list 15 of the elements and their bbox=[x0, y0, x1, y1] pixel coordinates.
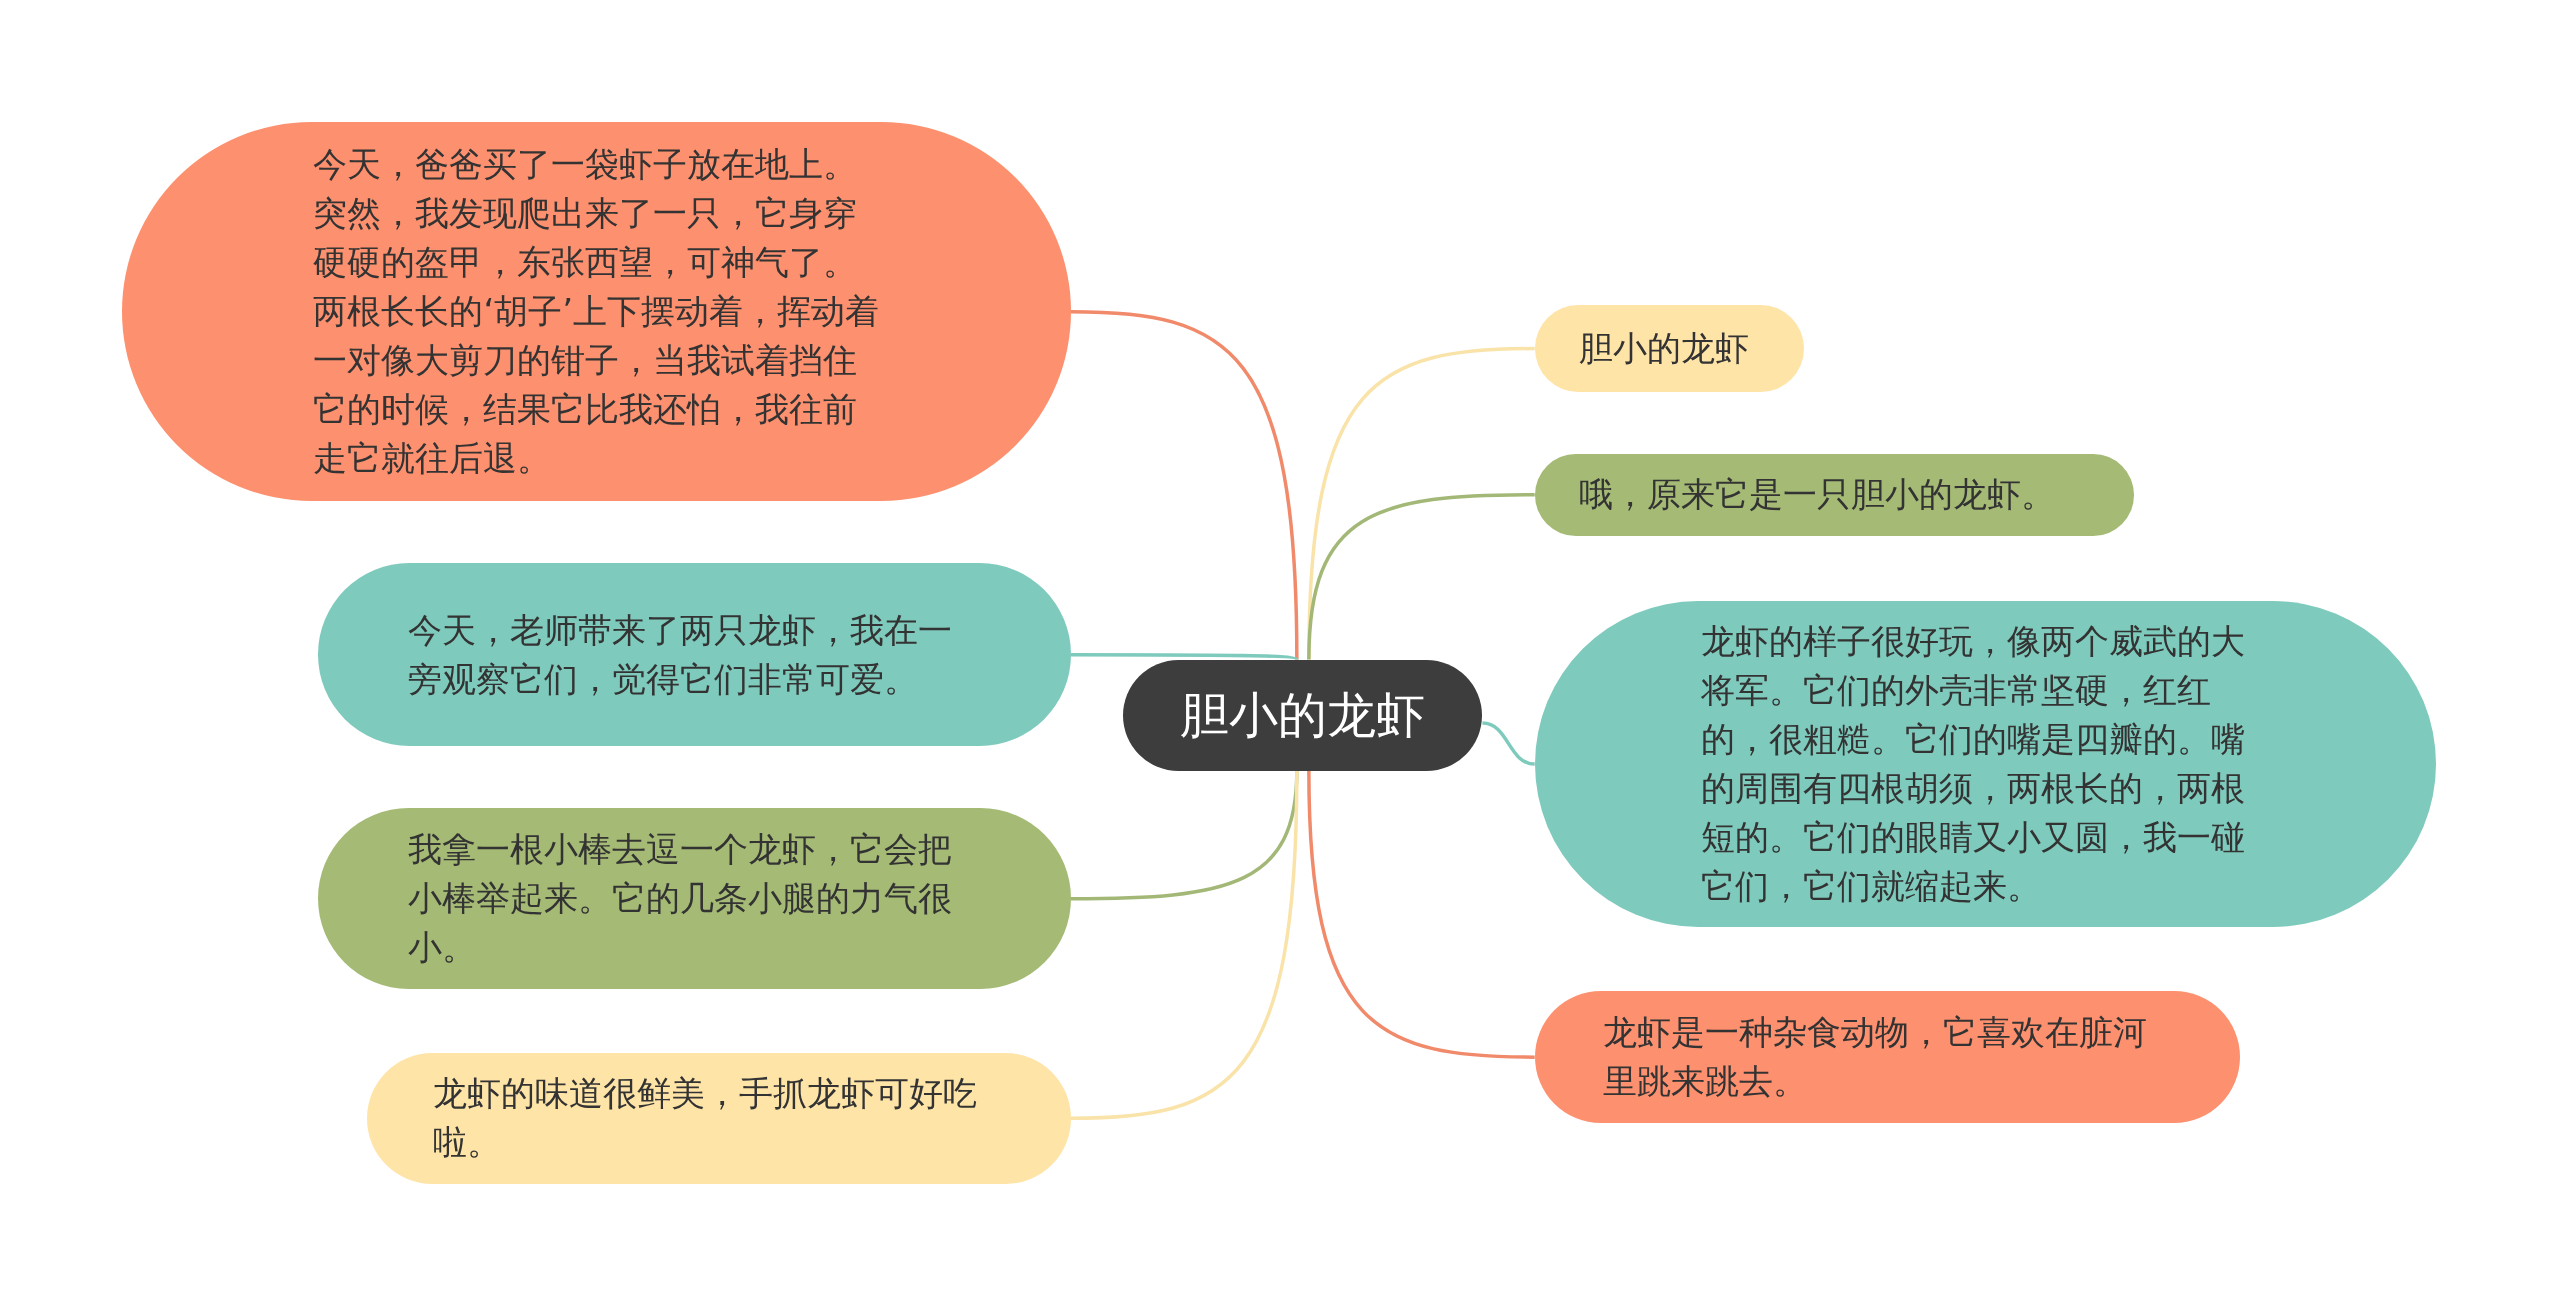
connector-line bbox=[1307, 492, 1535, 660]
central-topic: 胆小的龙虾 bbox=[1123, 659, 1483, 771]
topic-bubble: 今天，老师带来了两只龙虾，我在一旁观察它们，觉得它们非常可爱。 bbox=[318, 563, 1071, 747]
topic-bubble: 哦，原来它是一只胆小的龙虾。 bbox=[1534, 453, 2134, 536]
connector-line bbox=[1482, 721, 1535, 766]
topic-bubble: 今天，爸爸买了一袋虾子放在地上。突然，我发现爬出来了一只，它身穿硬硬的盔甲，东张西望，可神气了。两根长长的‘胡子’上下摆动着，挥动着一对像大剪刀的钳子，当我试着挡住它的时候，结果它比我还怕，我往前走它就往后退。 bbox=[122, 122, 1071, 502]
connector-line bbox=[1071, 310, 1299, 660]
topic-bubble: 龙虾是一种杂食动物，它喜欢在脏河里跳来跳去。 bbox=[1534, 991, 2240, 1124]
connector-line bbox=[1071, 652, 1298, 662]
topic-bubble: 胆小的龙虾 bbox=[1534, 305, 1805, 392]
connector-line bbox=[1307, 770, 1535, 1059]
topic-bubble: 龙虾的样子很好玩，像两个威武的大将军。它们的外壳非常坚硬，红红的，很粗糙。它们的嘴是四瓣的。嘴的周围有四根胡须，两根长的，两根短的。它们的眼睛又小又圆，我一碰它们，它们就缩起来。 bbox=[1534, 600, 2436, 928]
topic-bubble: 我拿一根小棒去逗一个龙虾，它会把小棒举起来。它的几条小腿的力气很小。 bbox=[318, 808, 1071, 990]
topic-bubble: 龙虾的味道很鲜美，手抓龙虾可好吃啦。 bbox=[367, 1053, 1071, 1184]
connector-line bbox=[1070, 770, 1299, 1121]
